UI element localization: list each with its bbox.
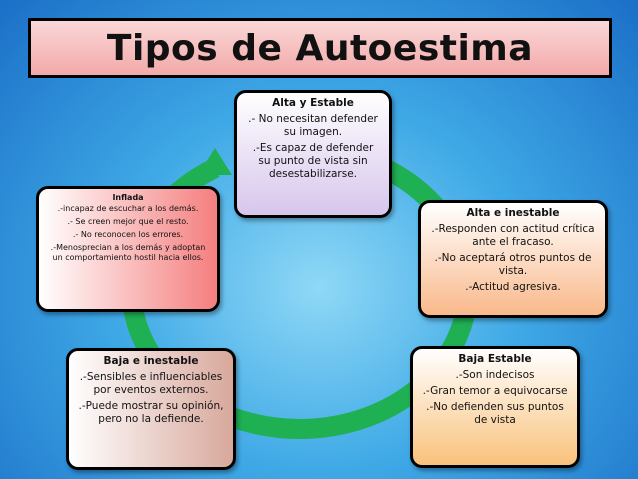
box-inflada: Inflada .-incapaz de escuchar a los demá… (36, 186, 220, 312)
box-line: .-Son indecisos (455, 369, 535, 381)
box-line: .-Es capaz de defender su punto de vista… (252, 142, 374, 180)
page-title: Tipos de Autoestima (106, 27, 534, 69)
box-line: .-Gran temor a equivocarse (422, 385, 568, 397)
box-line: .-Actitud agresiva. (465, 281, 561, 293)
box-heading: Inflada (112, 193, 144, 202)
box-alta-estable: Alta y Estable .- No necesitan defender … (234, 90, 392, 218)
cycle-arrow-icon (198, 148, 232, 175)
box-line: .-Sensibles e influenciables por eventos… (79, 371, 223, 396)
box-line: .-Puede mostrar su opinión, pero no la d… (78, 400, 224, 425)
box-baja-estable: Baja Estable .-Son indecisos .-Gran temo… (410, 346, 580, 468)
box-line: .- No reconocen los errores. (72, 230, 184, 239)
box-heading: Baja Estable (458, 353, 532, 365)
box-heading: Alta e inestable (466, 207, 560, 219)
box-line: .-No aceptará otros puntos de vista. (434, 252, 592, 277)
box-line: .- Se creen mejor que el resto. (67, 217, 189, 226)
box-alta-inestable: Alta e inestable .-Responden con actitud… (418, 200, 608, 318)
box-heading: Baja e inestable (103, 355, 199, 367)
box-line: .-No defienden sus puntos de vista (426, 401, 564, 426)
box-line: .-incapaz de escuchar a los demás. (57, 204, 199, 213)
title-banner: Tipos de Autoestima (28, 18, 612, 78)
box-heading: Alta y Estable (272, 97, 354, 109)
box-baja-inestable: Baja e inestable .-Sensibles e influenci… (66, 348, 236, 470)
box-line: .-Responden con actitud crítica ante el … (431, 223, 595, 248)
box-line: .- No necesitan defender su imagen. (248, 113, 378, 138)
box-line: .-Menosprecian a los demás y adoptan un … (50, 243, 206, 262)
